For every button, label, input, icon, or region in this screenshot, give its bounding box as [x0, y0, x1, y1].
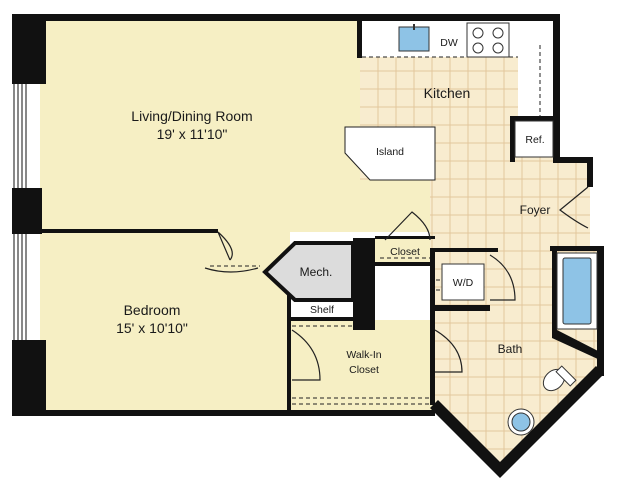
- kitchen-wall-left: [357, 20, 362, 58]
- interior-wall-wd-top: [430, 248, 498, 252]
- island: [344, 126, 436, 181]
- interior-wall-bedroom-right: [287, 286, 291, 410]
- interior-wall-closet-bottom: [375, 262, 435, 266]
- closet-rods: [210, 257, 440, 405]
- sink-basin: [398, 26, 430, 52]
- bedroom-door-swing-b: [204, 267, 259, 273]
- walk-in-closet-floor: [290, 320, 435, 410]
- bedroom-window: [13, 234, 27, 340]
- interior-wall-walkin-right: [430, 320, 435, 405]
- kitchen-label: Kitchen: [424, 85, 471, 101]
- foyer-entry-door-swing: [559, 186, 589, 229]
- bath-sink-basin: [511, 412, 531, 432]
- bath-wall-top: [550, 246, 604, 251]
- tub-inner: [562, 257, 592, 325]
- burner-icon: [472, 27, 484, 39]
- exterior-wall-bath-right: [597, 248, 604, 376]
- living-window: [13, 84, 27, 188]
- doors: [204, 186, 589, 381]
- bath-sink: [507, 408, 535, 436]
- interior-wall-wd-left: [430, 250, 435, 325]
- closet-label: Closet: [390, 246, 420, 258]
- walkin-door-swing: [291, 329, 321, 381]
- living-dining-label: Living/Dining Room: [131, 108, 252, 124]
- living-dining-size: 19' x 11'10": [157, 126, 228, 142]
- wd-door-swing: [489, 254, 516, 301]
- interior-wall-closet-top: [375, 236, 435, 239]
- bedroom-label: Bedroom: [124, 302, 181, 318]
- mech-room-shape: [262, 241, 355, 302]
- bedroom-size: 15' x 10'10": [116, 320, 188, 336]
- living-dining-floor-extension: [360, 180, 432, 232]
- burner-icon: [492, 42, 504, 54]
- stove: [466, 22, 510, 58]
- bedroom-door-swing: [217, 231, 233, 261]
- dw-label: DW: [440, 37, 458, 49]
- wd-label: W/D: [453, 277, 474, 289]
- exterior-wall-top: [12, 14, 558, 21]
- mech-room: [262, 241, 355, 302]
- shelf-label: Shelf: [310, 304, 334, 316]
- island-shape: [344, 126, 436, 181]
- foyer-label: Foyer: [520, 203, 551, 217]
- wd-rod: [436, 279, 440, 291]
- interior-wall-bedroom-top: [28, 229, 218, 233]
- walls: [12, 14, 604, 478]
- toilet-tank: [555, 365, 577, 387]
- living-dining-floor: [40, 20, 360, 232]
- interior-wall-wd-bottom: [430, 305, 490, 311]
- room-labels: Living/Dining Room 19' x 11'10" Bedroom …: [116, 37, 550, 376]
- closet-floor: [375, 238, 432, 264]
- interior-wall-shelf: [290, 317, 355, 321]
- bath-label: Bath: [498, 342, 523, 356]
- exterior-wall-ref: [553, 157, 593, 163]
- walk-in-closet-label-2: Closet: [349, 364, 379, 376]
- exterior-wall-left-mid: [12, 188, 42, 234]
- washer-dryer-box: [441, 263, 485, 301]
- ref-wall: [510, 116, 558, 121]
- kitchen-sink: [398, 24, 430, 52]
- exterior-wall-foyer: [587, 157, 593, 187]
- ref-wall-side: [510, 116, 515, 162]
- kitchen-right-counter: [518, 21, 557, 119]
- stove-top: [466, 22, 510, 58]
- burner-icon: [492, 27, 504, 39]
- bedroom-floor: [40, 232, 290, 410]
- island-label: Island: [376, 146, 404, 158]
- windows: [13, 84, 27, 340]
- exterior-wall-left-upper: [12, 14, 46, 84]
- kitchen-counters: [362, 21, 557, 119]
- ref-label: Ref.: [525, 134, 544, 146]
- burner-icon: [472, 42, 484, 54]
- exterior-wall-top-right: [553, 14, 560, 162]
- closet-door-swing: [384, 211, 431, 241]
- exterior-wall-left-lower: [12, 340, 46, 416]
- walkin-closet-rod: [292, 397, 430, 405]
- exterior-wall-bath-diagonal: [430, 366, 604, 478]
- walk-in-closet-label: Walk-In: [346, 349, 381, 361]
- toilet: [542, 365, 577, 392]
- mech-label: Mech.: [300, 265, 333, 279]
- bath-door-swing: [434, 329, 463, 373]
- interior-wall-column: [353, 238, 375, 330]
- exterior-wall-bottom: [12, 410, 435, 416]
- bathtub: [556, 252, 598, 330]
- refrigerator: [514, 120, 554, 158]
